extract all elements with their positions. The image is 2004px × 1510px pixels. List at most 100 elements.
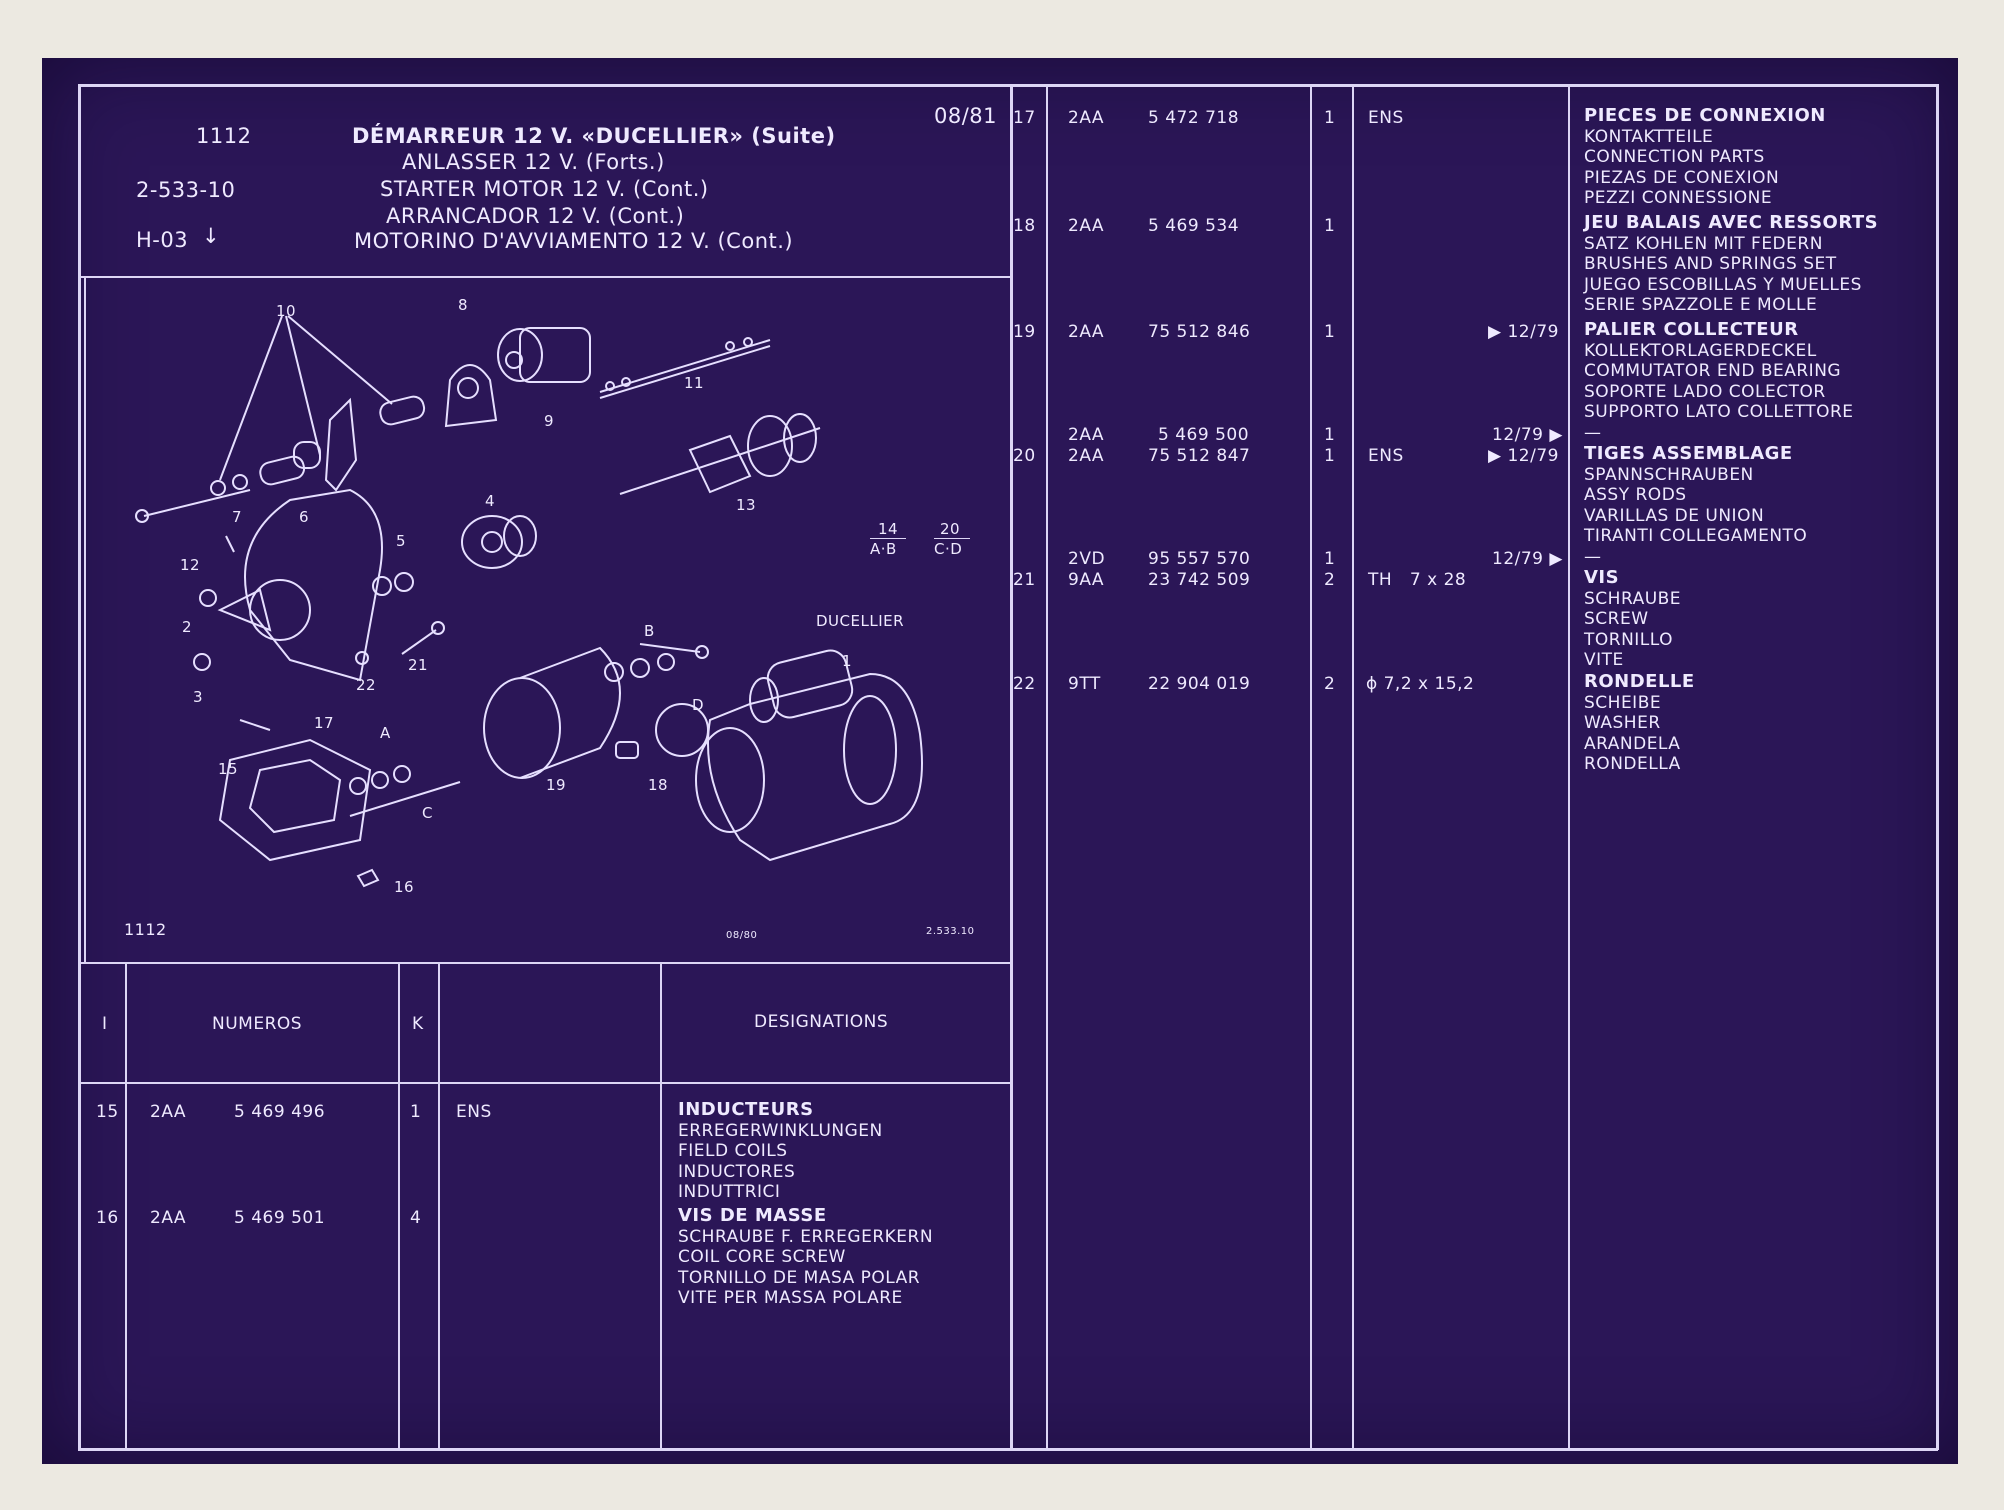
row-20a-prefix: 2AA bbox=[1068, 425, 1105, 445]
right-col-line-1 bbox=[1046, 84, 1048, 1450]
row-17-number: 5 472 718 bbox=[1148, 108, 1240, 128]
row-20-number: 75 512 847 bbox=[1148, 446, 1251, 466]
callout-21: 21 bbox=[408, 656, 429, 674]
title-en: STARTER MOTOR 12 V. (Cont.) bbox=[380, 177, 709, 201]
row-20-note: ENS bbox=[1368, 446, 1404, 466]
callout-c: C bbox=[422, 804, 433, 822]
illustration-bottom-rule bbox=[78, 962, 1012, 964]
callout-15: 15 bbox=[218, 760, 239, 778]
row-20-date: ▶ 12/79 bbox=[1488, 446, 1559, 466]
callout-18: 18 bbox=[648, 776, 669, 794]
desc-22: RONDELLE SCHEIBE WASHER ARANDELA RONDELL… bbox=[1584, 671, 1695, 775]
right-col-line-4 bbox=[1568, 84, 1570, 1450]
row-17-note: ENS bbox=[1368, 108, 1404, 128]
row-21-qty: 2 bbox=[1324, 570, 1336, 590]
row-21a-number: 95 557 570 bbox=[1148, 549, 1251, 569]
row-17-prefix: 2AA bbox=[1068, 108, 1105, 128]
row-17-index: 17 bbox=[1013, 108, 1036, 128]
edition-date: 08/81 bbox=[934, 104, 998, 128]
row-16-number: 5 469 501 bbox=[234, 1208, 326, 1228]
callout-b: B bbox=[644, 622, 655, 640]
col-head-numeros: NUMEROS bbox=[212, 1014, 303, 1034]
row-19-number: 75 512 846 bbox=[1148, 322, 1251, 342]
row-19-qty: 1 bbox=[1324, 322, 1336, 342]
row-16-desc-es: TORNILLO DE MASA POLAR bbox=[678, 1267, 921, 1288]
illustration-group-number: 1112 bbox=[124, 920, 167, 939]
desc-20-dash: — bbox=[1584, 546, 1602, 567]
row-20-qty: 1 bbox=[1324, 446, 1336, 466]
title-fr: DÉMARREUR 12 V. «DUCELLIER» (Suite) bbox=[352, 124, 836, 148]
row-21a-qty: 1 bbox=[1324, 549, 1336, 569]
left-col-line-2 bbox=[398, 964, 400, 1450]
left-panel-divider bbox=[1010, 84, 1013, 1450]
callout-5: 5 bbox=[396, 532, 407, 550]
callout-22: 22 bbox=[356, 676, 377, 694]
left-col-line-1 bbox=[125, 964, 127, 1450]
row-20a-qty: 1 bbox=[1324, 425, 1336, 445]
desc-17-es: PIEZAS DE CONEXION bbox=[1584, 167, 1780, 188]
callout-17: 17 bbox=[314, 714, 335, 732]
desc-21-de: SCHRAUBE bbox=[1584, 588, 1682, 609]
desc-21-it: VITE bbox=[1584, 650, 1624, 670]
ducellier-label: DUCELLIER bbox=[816, 612, 905, 630]
callout-19: 19 bbox=[546, 776, 567, 794]
frame-bottom bbox=[78, 1448, 1938, 1451]
row-16-prefix: 2AA bbox=[150, 1208, 187, 1228]
row-21-index: 21 bbox=[1013, 570, 1036, 590]
desc-21: VIS SCHRAUBE SCREW TORNILLO VITE bbox=[1584, 567, 1682, 671]
frame-left bbox=[78, 84, 81, 1450]
row-15-qty: 1 bbox=[410, 1102, 422, 1122]
row-16-desc-fr: VIS DE MASSE bbox=[678, 1205, 827, 1226]
desc-22-fr: RONDELLE bbox=[1584, 671, 1695, 692]
callout-cd: C·D bbox=[934, 540, 963, 558]
row-15-desc-fr: INDUCTEURS bbox=[678, 1099, 814, 1120]
row-15-note: ENS bbox=[456, 1102, 492, 1122]
row-19-date: ▶ 12/79 bbox=[1488, 322, 1559, 342]
desc-19-fr: PALIER COLLECTEUR bbox=[1584, 319, 1799, 340]
desc-21-fr: VIS bbox=[1584, 567, 1620, 588]
left-col-line-4 bbox=[660, 964, 662, 1450]
desc-19-dash: — bbox=[1584, 422, 1602, 443]
fraction-rule-cd bbox=[934, 538, 970, 539]
row-15-index: 15 bbox=[96, 1102, 119, 1122]
desc-17: PIECES DE CONNEXION KONTAKTTEILE CONNECT… bbox=[1584, 105, 1826, 209]
desc-17-fr: PIECES DE CONNEXION bbox=[1584, 105, 1826, 126]
desc-20-it: TIRANTI COLLEGAMENTO bbox=[1584, 526, 1808, 546]
row-18-number: 5 469 534 bbox=[1148, 216, 1240, 236]
callout-d: D bbox=[692, 696, 705, 714]
row-16-index: 16 bbox=[96, 1208, 119, 1228]
callout-9: 9 bbox=[544, 412, 555, 430]
row-16-qty: 4 bbox=[410, 1208, 422, 1228]
page-code: H-03 bbox=[136, 228, 189, 252]
row-22-index: 22 bbox=[1013, 674, 1036, 694]
row-15-desc: INDUCTEURS ERREGERWINKLUNGEN FIELD COILS… bbox=[678, 1099, 883, 1203]
desc-19-es: SOPORTE LADO COLECTOR bbox=[1584, 381, 1826, 402]
frame-right bbox=[1936, 84, 1939, 1450]
col-head-index: I bbox=[102, 1014, 108, 1034]
desc-20: TIGES ASSEMBLAGE SPANNSCHRAUBEN ASSY ROD… bbox=[1584, 443, 1808, 567]
callout-6: 6 bbox=[299, 508, 310, 526]
callout-1: 1 bbox=[842, 652, 853, 670]
illustration-ref: 2.533.10 bbox=[926, 926, 975, 937]
row-21-prefix: 9AA bbox=[1068, 570, 1105, 590]
desc-18-es: JUEGO ESCOBILLAS Y MUELLES bbox=[1584, 274, 1862, 295]
col-head-designations: DESIGNATIONS bbox=[754, 1012, 889, 1032]
col-head-k: K bbox=[412, 1014, 424, 1034]
row-19-prefix: 2AA bbox=[1068, 322, 1105, 342]
desc-20-de: SPANNSCHRAUBEN bbox=[1584, 464, 1754, 485]
negative-sheet bbox=[42, 58, 1958, 1464]
table-head-rule bbox=[78, 1082, 1012, 1084]
desc-21-en: SCREW bbox=[1584, 609, 1649, 629]
row-15-desc-es: INDUCTORES bbox=[678, 1161, 796, 1182]
row-20a-number: 5 469 500 bbox=[1158, 425, 1250, 445]
fraction-rule-ab bbox=[870, 538, 906, 539]
desc-18-fr: JEU BALAIS AVEC RESSORTS bbox=[1584, 212, 1879, 233]
desc-19-en: COMMUTATOR END BEARING bbox=[1584, 361, 1842, 381]
desc-20-en: ASSY RODS bbox=[1584, 485, 1687, 505]
row-18-prefix: 2AA bbox=[1068, 216, 1105, 236]
row-22-note: ϕ 7,2 x 15,2 bbox=[1366, 674, 1475, 694]
callout-20: 20 bbox=[940, 520, 961, 538]
right-col-line-2 bbox=[1310, 84, 1312, 1450]
callout-13: 13 bbox=[736, 496, 757, 514]
desc-22-en: WASHER bbox=[1584, 713, 1661, 733]
